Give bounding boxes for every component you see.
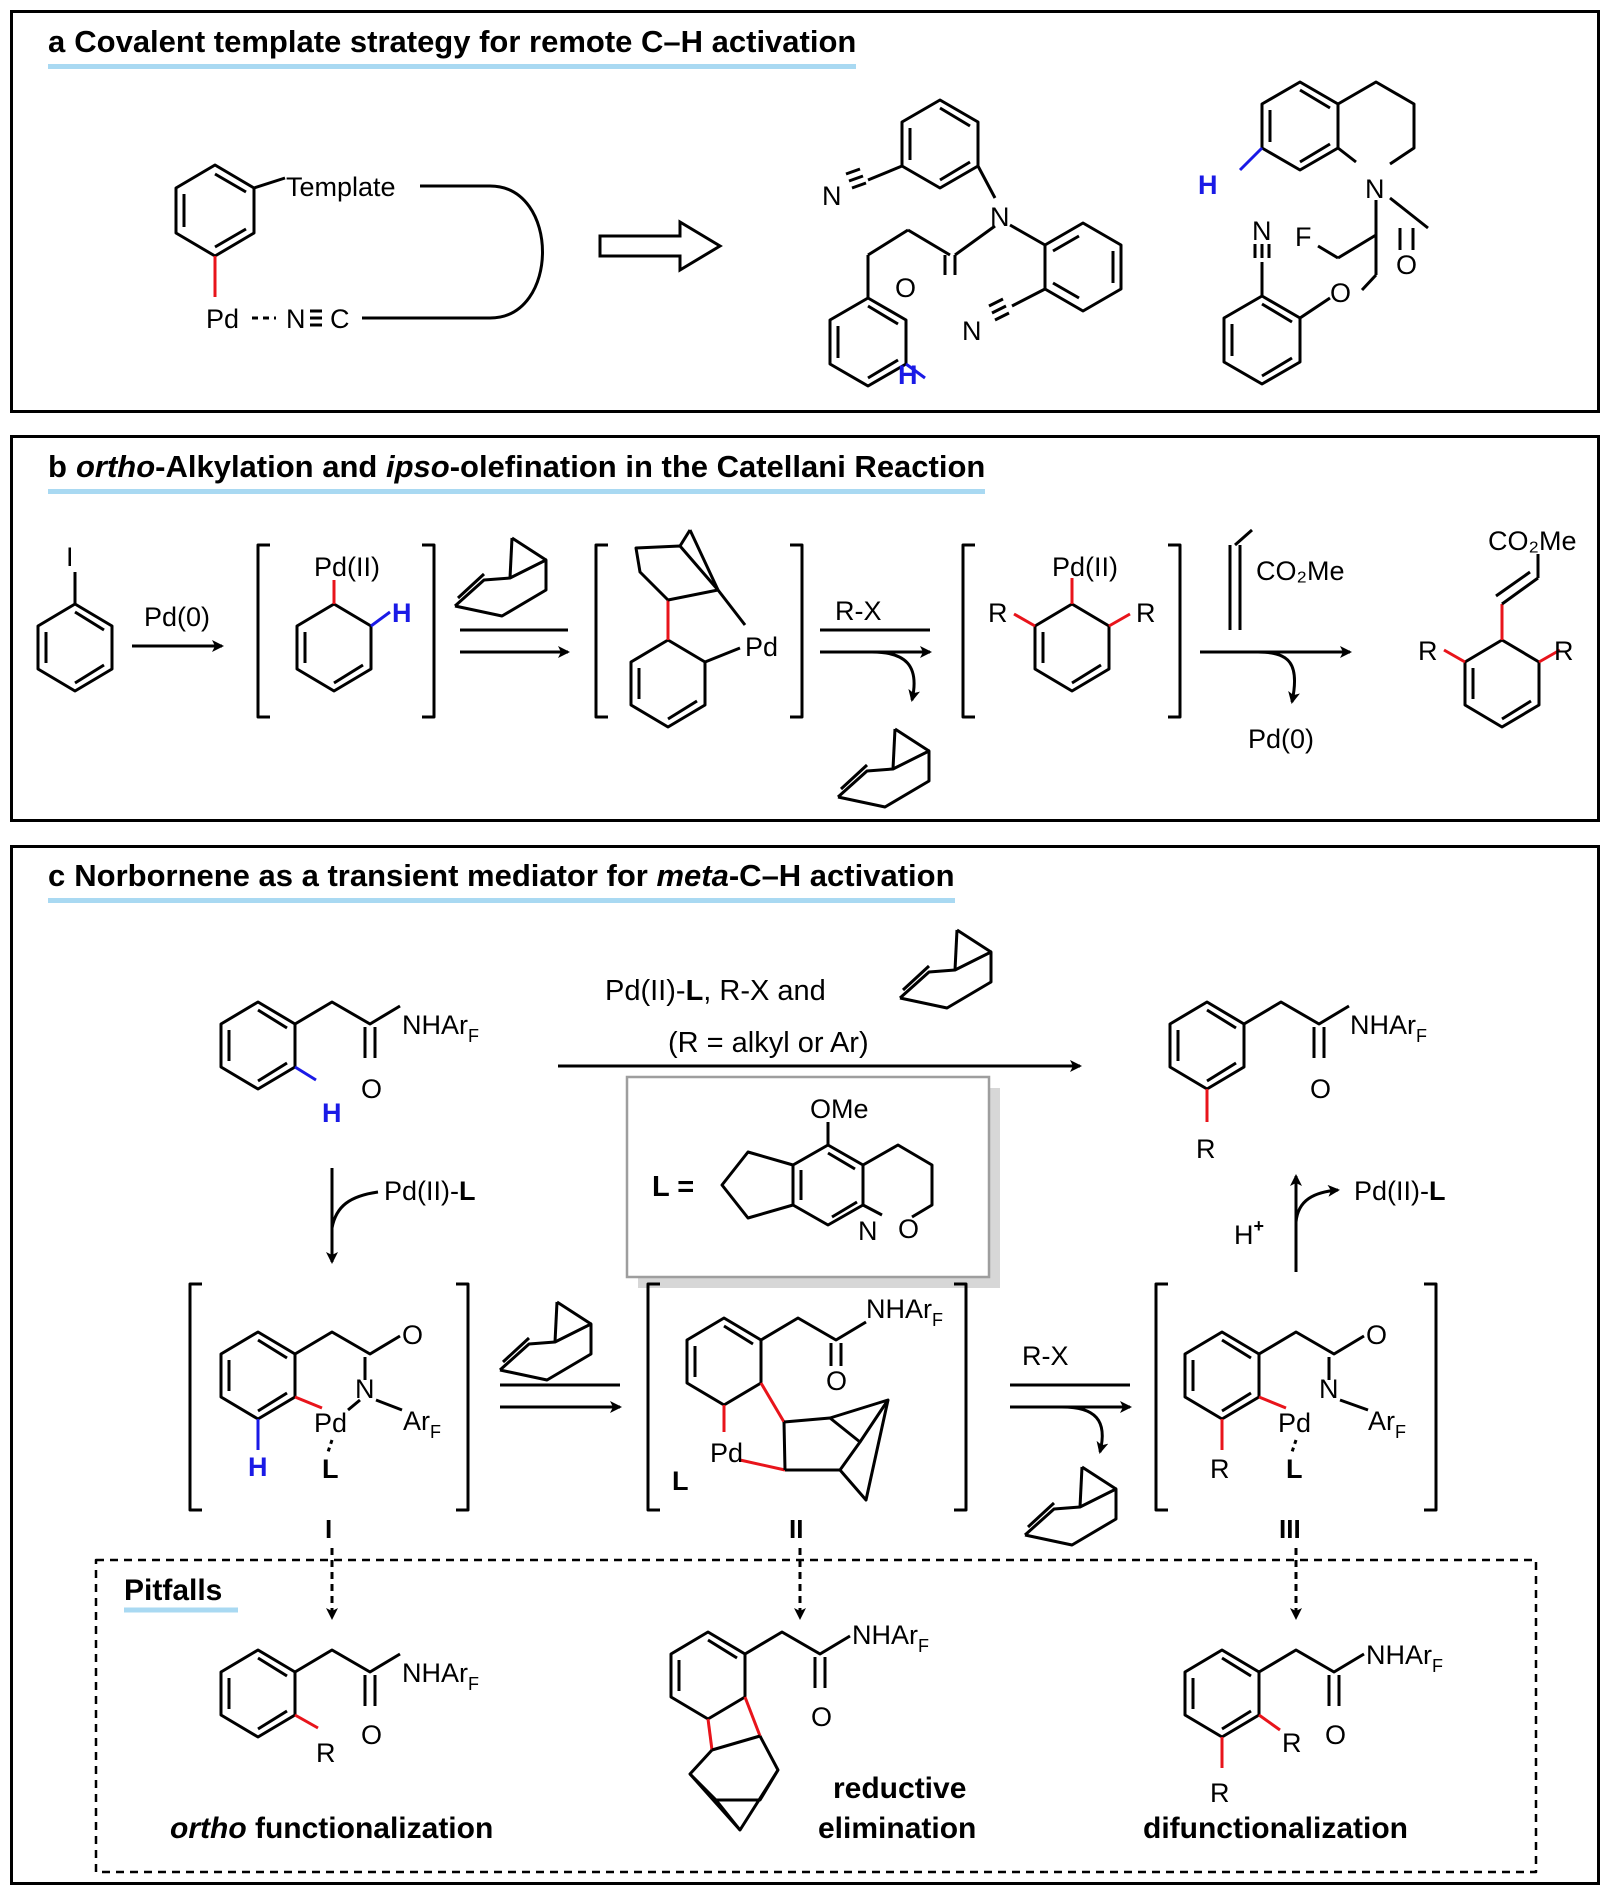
label-III: III — [1279, 1514, 1301, 1544]
benzene-ring — [174, 163, 256, 258]
reagents-line-2: (R = alkyl or Ar) — [668, 1027, 869, 1059]
svg-text:N: N — [1365, 174, 1385, 204]
svg-text:I: I — [66, 542, 74, 572]
svg-text:N: N — [962, 316, 982, 346]
svg-text:N: N — [286, 304, 306, 334]
svg-text:NHArF: NHArF — [852, 1620, 929, 1656]
svg-text:Pd(II): Pd(II) — [314, 552, 380, 582]
svg-text:NHArF: NHArF — [866, 1294, 943, 1330]
label-I: I — [325, 1514, 332, 1544]
svg-text:R: R — [1282, 1728, 1302, 1758]
svg-text:H: H — [322, 1098, 342, 1128]
svg-text:CO₂Me: CO₂Me — [1488, 526, 1577, 556]
svg-text:O: O — [1325, 1720, 1346, 1750]
pitfall-ortho: ortho functionalization — [170, 1812, 493, 1845]
nitrile-template-1 — [828, 98, 1123, 388]
svg-text:O: O — [811, 1702, 832, 1732]
template-tether — [362, 184, 544, 320]
panel-c — [10, 845, 1600, 1885]
svg-text:F: F — [1295, 222, 1312, 252]
svg-text:L: L — [1286, 1454, 1303, 1484]
svg-text:O: O — [1366, 1320, 1387, 1350]
svg-text:O: O — [402, 1320, 423, 1350]
svg-text:N: N — [1319, 1374, 1339, 1404]
nitrile-template-2 — [1222, 80, 1429, 386]
ligand-box — [625, 1075, 991, 1279]
pitfall-difunctionalization: difunctionalization — [1143, 1812, 1408, 1845]
svg-text:H: H — [1198, 170, 1218, 200]
label-II: II — [789, 1514, 803, 1544]
svg-text:C: C — [330, 304, 350, 334]
svg-text:H+: H+ — [1234, 1216, 1264, 1250]
svg-text:O: O — [1310, 1074, 1331, 1104]
pitfall-elimination: elimination — [818, 1812, 976, 1845]
svg-text:N: N — [858, 1216, 878, 1246]
svg-text:Pd(II)-L: Pd(II)-L — [384, 1176, 476, 1206]
svg-text:O: O — [361, 1720, 382, 1750]
svg-text:N: N — [1252, 216, 1272, 246]
svg-text:Pd: Pd — [710, 1438, 743, 1468]
panel-a — [10, 10, 1600, 413]
pitfall-reductive: reductive — [833, 1772, 966, 1805]
svg-text:O: O — [895, 273, 916, 303]
svg-text:H: H — [248, 1452, 268, 1482]
svg-text:CO₂Me: CO₂Me — [1256, 556, 1345, 586]
svg-text:R-X: R-X — [1022, 1341, 1069, 1371]
retrosynthesis-arrow — [598, 219, 723, 273]
template-label: Template — [286, 172, 396, 202]
svg-text:ArF: ArF — [403, 1406, 441, 1442]
svg-text:Pd: Pd — [314, 1408, 347, 1438]
svg-text:R: R — [1196, 1134, 1216, 1164]
svg-text:OMe: OMe — [810, 1094, 869, 1124]
svg-text:L: L — [672, 1466, 689, 1496]
svg-text:L: L — [322, 1454, 339, 1484]
panel-b — [10, 435, 1600, 822]
svg-text:R: R — [988, 598, 1008, 628]
panel-a-template-scheme — [174, 163, 544, 327]
svg-text:NHArF: NHArF — [1350, 1010, 1427, 1046]
svg-text:ArF: ArF — [1368, 1406, 1406, 1442]
svg-text:Pd: Pd — [1278, 1408, 1311, 1438]
svg-text:Pd(0): Pd(0) — [1248, 724, 1314, 754]
ligand-label: L = — [652, 1171, 694, 1203]
svg-text:R: R — [1554, 636, 1574, 666]
svg-text:R: R — [1210, 1454, 1230, 1484]
svg-text:R: R — [316, 1738, 336, 1768]
svg-text:Pd(II): Pd(II) — [1052, 552, 1118, 582]
svg-text:O: O — [898, 1214, 919, 1244]
svg-text:O: O — [361, 1074, 382, 1104]
svg-text:R-X: R-X — [835, 596, 882, 626]
pitfalls-label: Pitfalls — [124, 1574, 222, 1607]
svg-text:R: R — [1136, 598, 1156, 628]
svg-text:H: H — [392, 598, 412, 628]
svg-text:N: N — [990, 202, 1010, 232]
svg-text:NHArF: NHArF — [402, 1010, 479, 1046]
svg-text:Pd(0): Pd(0) — [144, 602, 210, 632]
pd-label: Pd — [206, 304, 239, 334]
svg-text:O: O — [1396, 250, 1417, 280]
svg-text:Pd(II)-L: Pd(II)-L — [1354, 1176, 1446, 1206]
svg-text:R: R — [1210, 1778, 1230, 1808]
svg-text:O: O — [826, 1366, 847, 1396]
svg-text:O: O — [1330, 278, 1351, 308]
panel-b-catellani — [36, 528, 1561, 809]
reagents-line-1: Pd(II)-L, R-X and — [605, 975, 826, 1007]
svg-text:Pd: Pd — [745, 632, 778, 662]
meta-hydrogen: H — [898, 360, 918, 390]
svg-text:N: N — [355, 1374, 375, 1404]
svg-text:N: N — [822, 181, 842, 211]
svg-text:NHArF: NHArF — [1366, 1640, 1443, 1676]
svg-text:NHArF: NHArF — [402, 1658, 479, 1694]
svg-text:R: R — [1418, 636, 1438, 666]
panel-c-scheme — [94, 928, 1538, 1874]
